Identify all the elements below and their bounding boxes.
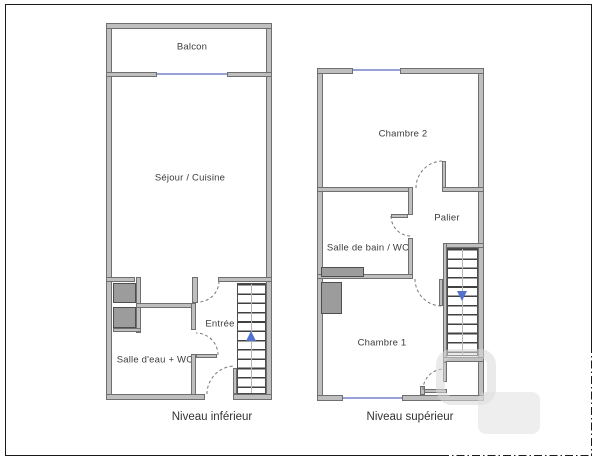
room-label-salle-eau: Salle d'eau + WC xyxy=(116,354,194,366)
stairs-rail xyxy=(462,249,463,355)
wall-segment xyxy=(113,328,141,332)
wall-segment xyxy=(442,187,484,192)
image-border-left xyxy=(5,4,6,456)
image-border-right-dashed xyxy=(591,345,592,456)
room-label-salle-bain: Salle de bain / WC xyxy=(326,242,410,254)
image-border-right xyxy=(591,4,592,345)
wall-segment xyxy=(317,395,343,401)
window xyxy=(343,395,402,401)
upper-plan-caption: Niveau supérieur xyxy=(366,411,454,423)
wall-segment xyxy=(191,354,196,395)
wall-segment xyxy=(317,68,353,74)
wall-segment xyxy=(218,277,272,282)
wall-segment xyxy=(136,303,192,308)
wall-segment xyxy=(317,68,323,401)
wall-segment xyxy=(106,23,112,400)
watermark-logo xyxy=(478,392,540,434)
image-border-top xyxy=(5,4,592,5)
wall-segment xyxy=(191,303,196,330)
door-leaf xyxy=(391,214,408,218)
sanitary-fixture xyxy=(321,282,342,314)
wall-segment xyxy=(400,68,484,74)
wall-segment xyxy=(106,72,157,77)
wall-segment xyxy=(408,187,413,215)
window xyxy=(353,67,400,73)
room-label-sejour: Séjour / Cuisine xyxy=(154,172,226,184)
wall-segment xyxy=(227,72,272,77)
wall-segment xyxy=(408,238,413,279)
room-label-chambre2: Chambre 2 xyxy=(378,128,428,140)
sanitary-fixture xyxy=(113,307,136,328)
room-label-palier: Palier xyxy=(434,212,460,224)
door-leaf xyxy=(192,277,198,303)
sanitary-fixture xyxy=(113,283,136,303)
room-label-chambre1: Chambre 1 xyxy=(357,337,407,349)
wall-segment xyxy=(317,187,412,192)
wall-segment xyxy=(317,274,413,279)
wall-segment xyxy=(233,394,272,400)
image-border-bottom xyxy=(5,455,441,456)
image-border-bottom-dashed xyxy=(441,455,592,456)
wall-segment xyxy=(106,23,272,29)
window xyxy=(157,71,227,77)
wall-segment xyxy=(106,277,135,282)
lower-plan-caption: Niveau inférieur xyxy=(171,411,253,423)
room-label-balcon: Balcon xyxy=(176,41,208,53)
wall-segment xyxy=(266,23,272,400)
stairs-up-arrow-icon xyxy=(246,331,256,341)
door-leaf xyxy=(442,161,446,188)
wall-segment xyxy=(420,386,425,395)
door-leaf xyxy=(196,354,217,358)
wall-segment xyxy=(106,394,205,400)
stairs-down-arrow-icon xyxy=(457,291,467,301)
room-label-entree: Entrée xyxy=(205,318,235,330)
sanitary-fixture xyxy=(321,267,364,277)
